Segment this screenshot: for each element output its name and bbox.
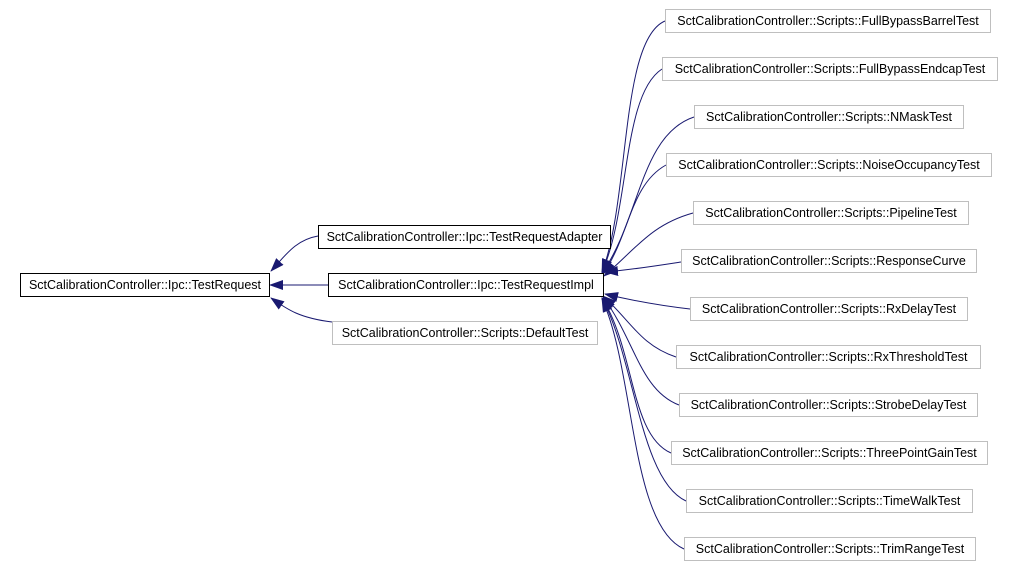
edge-rx-delay-to-impl	[604, 292, 691, 310]
edge-default-to-request	[270, 297, 333, 323]
node-test-request-adapter[interactable]: SctCalibrationController::Ipc::TestReque…	[318, 225, 611, 249]
node-full-bypass-endcap-test[interactable]: SctCalibrationController::Scripts::FullB…	[662, 57, 998, 81]
node-nmask-test[interactable]: SctCalibrationController::Scripts::NMask…	[694, 105, 964, 129]
node-strobe-delay-test[interactable]: SctCalibrationController::Scripts::Strob…	[679, 393, 978, 417]
node-response-curve[interactable]: SctCalibrationController::Scripts::Respo…	[681, 249, 977, 273]
edge-trim-range-to-impl	[601, 298, 685, 550]
edge-response-curve-to-impl	[604, 261, 682, 276]
node-test-request[interactable]: SctCalibrationController::Ipc::TestReque…	[20, 273, 270, 297]
node-rx-delay-test[interactable]: SctCalibrationController::Scripts::RxDel…	[690, 297, 968, 321]
edge-three-point-gain-to-impl	[601, 297, 672, 454]
node-test-request-impl[interactable]: SctCalibrationController::Ipc::TestReque…	[328, 273, 604, 297]
node-time-walk-test[interactable]: SctCalibrationController::Scripts::TimeW…	[686, 489, 973, 513]
node-three-point-gain-test[interactable]: SctCalibrationController::Scripts::Three…	[671, 441, 988, 465]
edge-noise-occupancy-to-impl	[602, 164, 667, 275]
edge-strobe-delay-to-impl	[602, 296, 680, 406]
node-pipeline-test[interactable]: SctCalibrationController::Scripts::Pipel…	[693, 201, 969, 225]
node-rx-threshold-test[interactable]: SctCalibrationController::Scripts::RxThr…	[676, 345, 981, 369]
node-default-test[interactable]: SctCalibrationController::Scripts::Defau…	[332, 321, 598, 345]
edge-nmask-to-impl	[601, 116, 695, 274]
node-trim-range-test[interactable]: SctCalibrationController::Scripts::TrimR…	[684, 537, 976, 561]
edge-time-walk-to-impl	[601, 297, 687, 502]
node-noise-occupancy-test[interactable]: SctCalibrationController::Scripts::Noise…	[666, 153, 992, 177]
edge-full-bypass-barrel-to-impl	[601, 20, 666, 273]
node-full-bypass-barrel-test[interactable]: SctCalibrationController::Scripts::FullB…	[665, 9, 991, 33]
edge-adapter-to-request	[270, 235, 319, 272]
